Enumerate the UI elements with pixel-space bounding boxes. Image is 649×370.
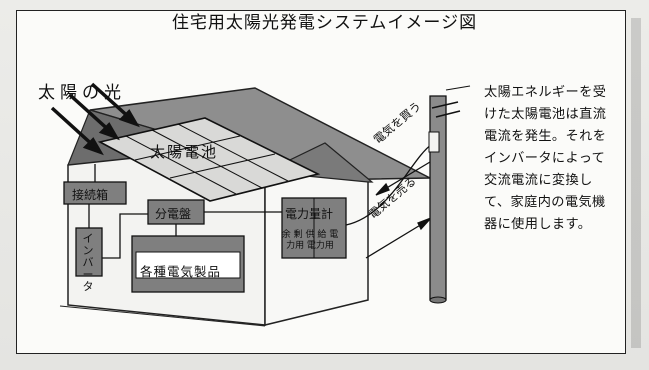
distribution-board-label: 分電盤 [155, 207, 192, 221]
solar-panel-grid [125, 123, 289, 195]
power-meter-sub-label: 余 剰 供 給 電力用 電力用 [281, 230, 339, 251]
description-text: 太陽エネルギーを受けた太陽電池は直流電流を発生。それをインバータによって交流電流… [484, 85, 607, 232]
utility-pole [428, 85, 471, 304]
sunlight-arrows [50, 82, 140, 156]
junction-box-label: 接続箱 [72, 188, 109, 202]
sunlight-label: 太陽の光 [38, 83, 126, 103]
appliances-inner [135, 251, 241, 279]
house-ground-line [59, 305, 266, 327]
appliances-label: 各種電気製品 [140, 264, 222, 279]
inverter-box [75, 227, 103, 277]
buy-sell-arrows [365, 161, 432, 259]
diagram-title: 住宅用太陽光発電システムイメージ図 [171, 13, 478, 33]
wiring [88, 143, 433, 259]
inverter-label: インバータ [82, 232, 94, 293]
power-meter-label: 電力量計 [285, 207, 334, 221]
solar-panel-label: 太陽電池 [150, 143, 219, 161]
